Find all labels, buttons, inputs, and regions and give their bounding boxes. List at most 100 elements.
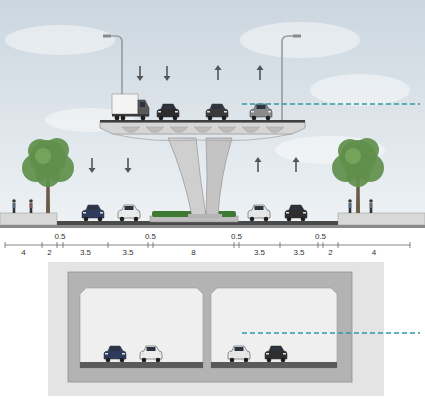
dimension-tick [5,242,6,248]
truck-window [140,102,145,107]
car-wheel [173,116,178,121]
person-legs [13,208,16,213]
car-window [125,206,134,210]
car-window [164,105,173,109]
car-window [292,206,301,210]
dimension-tick [42,242,43,248]
dimension-label: 3.5 [292,248,305,257]
dimension-tick [234,242,235,248]
tunnel-cell [80,288,203,368]
dimension-label: 0.5 [53,232,66,241]
car-light [158,353,161,355]
dimension-tick [323,242,324,248]
dimension-tick [239,242,240,248]
direction-arrow [125,158,132,173]
arrow-head [255,157,262,162]
direction-arrow [293,157,300,172]
car-wheel [142,358,147,363]
arrow-head [137,76,144,81]
pier-column [168,138,206,216]
person-head [29,199,33,203]
tree-canopy-highlight [35,148,51,164]
direction-arrow [215,65,222,80]
car-light [266,212,269,214]
car-wheel [222,116,227,121]
car-body [157,104,179,117]
car-light [251,111,254,113]
car-light [100,212,103,214]
person-legs [30,208,33,213]
dimension-label: 3.5 [121,248,134,257]
car-window [111,347,120,351]
tunnel-section [48,262,384,396]
car-window [213,105,222,109]
truck-wheel [115,116,120,121]
car [118,205,140,221]
car-body [248,205,270,218]
tree-canopy [346,163,370,187]
car-light [286,212,289,214]
car-light [119,212,122,214]
car [157,104,179,120]
car-window [257,105,266,109]
sky-background [0,0,425,226]
car-light [122,353,125,355]
sidewalk [338,213,425,225]
sidewalk [0,213,57,225]
dimension-label: 3.5 [253,248,266,257]
lamp-head [103,35,111,38]
car-light [158,111,161,113]
car-body [285,205,307,218]
truck-wheel [141,116,146,121]
car [228,346,250,362]
car-light [175,111,178,113]
deck-void [146,127,164,133]
car-wheel [301,217,306,222]
tunnel-road [80,362,203,368]
car-light [207,111,210,113]
deck-void [122,127,140,133]
car-wheel [134,217,139,222]
tunnel-structure [68,272,352,382]
car-window [147,347,156,351]
viaduct-pier [168,138,232,218]
car [104,346,126,362]
street-lights [103,35,301,121]
car-light [268,111,271,113]
dimension-label: 4 [371,248,377,257]
deck-void [170,127,188,133]
car-wheel [287,217,292,222]
car-light [105,353,108,355]
car-wheel [230,358,235,363]
car-wheel [266,116,271,121]
dimension-tick [338,242,339,248]
car [250,104,272,120]
dimension-line [5,242,410,248]
road-base [0,225,425,228]
dimension-label: 2 [327,248,333,257]
arrow-head [164,76,171,81]
car-light [224,111,227,113]
car [82,205,104,221]
leader-line [242,332,420,334]
street-tree [332,138,384,213]
truck-box [112,94,138,114]
car-body [118,205,140,218]
dimension-label: 3.5 [79,248,92,257]
car [140,346,162,362]
deck-slab [100,122,305,134]
car-wheel [244,358,249,363]
deck-voids [122,127,284,133]
car [265,346,287,362]
lamp-head [293,35,301,38]
car-wheel [281,358,286,363]
deck-void [194,127,212,133]
car-window [255,206,264,210]
car-body [250,104,272,117]
dimension-tick [57,242,58,248]
car-wheel [156,358,161,363]
car-wheel [159,116,164,121]
tree-canopy [36,163,60,187]
